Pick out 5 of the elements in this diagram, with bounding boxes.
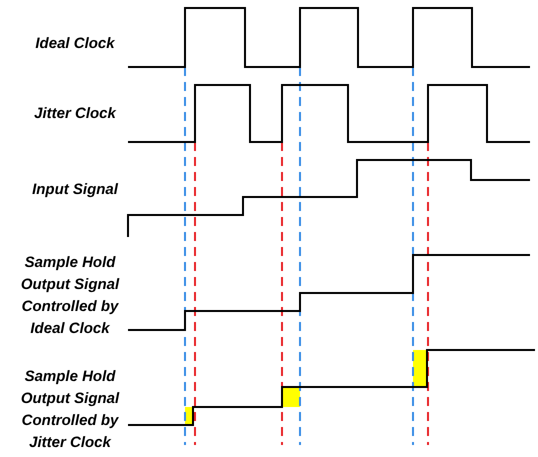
signal-label: Sample Hold Output Signal Controlled by Ideal Clock: [20, 253, 120, 339]
signal-label: Sample Hold Output Signal Controlled by Jitter Clock: [20, 367, 120, 453]
signal-label: Input Signal: [31, 180, 120, 200]
signal-label: Ideal Clock: [34, 34, 116, 54]
signal-label: Jitter Clock: [33, 104, 118, 124]
